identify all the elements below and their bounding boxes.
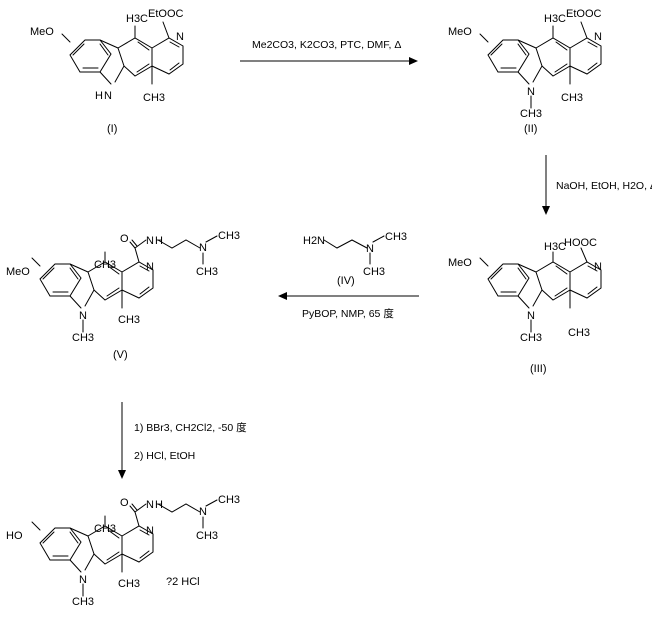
compound-VI-n: N [79,574,87,586]
compound-V-methyl-bottom: CH3 [118,314,140,326]
compound-III-ring-n: N [594,261,602,273]
arrow-r1 [240,57,418,65]
compound-I-skeleton [61,21,184,85]
compound-IV-chain [323,239,368,249]
compound-I-ester: EtOOC [148,8,184,20]
compound-III-methyl-bottom: CH3 [568,327,590,339]
compound-II-methyl-bottom: CH3 [561,92,583,104]
arrow-r3 [278,292,419,300]
compound-II-ring-n: N [594,31,602,43]
compound-I-nh-h: H [95,90,103,102]
compound-VI-methyl-a: CH3 [218,494,240,506]
compound-II-methyl-top: H3C [544,13,566,25]
compound-VI-skeleton [31,499,218,597]
compound-IV-n: N [366,243,374,255]
compound-V-amide-h: H [155,235,163,247]
compound-V-n-methyl: CH3 [72,332,94,344]
compound-III-skeleton [479,247,602,333]
compound-II-n-methyl: CH3 [520,108,542,120]
compound-VI-methyl-top: CH3 [94,523,116,535]
conditions-r1: Me2CO3, K2CO3, PTC, DMF, Δ [252,39,401,51]
conditions-r2: NaOH, EtOH, H2O, Δ [556,180,652,192]
compound-V-methoxy: MeO [6,266,30,278]
arrow-r4 [118,402,126,479]
compound-V-carbonyl-o: O [120,233,129,245]
compound-IV-label: (IV) [337,275,355,287]
compound-I-methyl-bottom: CH3 [143,92,165,104]
compound-V-methyl-a: CH3 [218,230,240,242]
compound-I-nh: N [104,90,112,102]
compound-III-acid: HOOC [564,237,597,249]
compound-VI-methyl-bottom: CH3 [118,578,140,590]
compound-VI-ring-n: N [146,525,154,537]
compound-VI-methyl-b: CH3 [196,530,218,542]
compound-VI-hydroxy: HO [6,530,23,542]
compound-III: MeO H3C HOOC N N CH3 CH3 (III) [448,237,602,375]
compound-VI-carbonyl-o: O [120,497,129,509]
compound-VI-dimethyl-n: N [199,506,207,518]
compound-III-label: (III) [530,363,547,375]
compound-II-label: (II) [524,123,537,135]
compound-IV-methyl-a: CH3 [385,231,407,243]
compound-II-n: N [527,86,535,98]
compound-IV-amine: H2N [303,235,325,247]
compound-IV: H2N N CH3 CH3 (IV) [303,231,407,287]
compound-III-methyl-top: H3C [544,241,566,253]
compound-III-methoxy: MeO [448,257,472,269]
compound-V: O N H N CH3 CH3 MeO CH3 N N CH3 CH3 (V) [6,230,240,361]
compound-IV-methyl-b: CH3 [363,266,385,278]
compound-I-methoxy: MeO [30,26,54,38]
compound-V-skeleton [31,235,218,333]
compound-VI: O N H N CH3 CH3 HO CH3 N N CH3 CH3 ?2 HC… [6,494,240,608]
conditions-r4b: 2) HCl, EtOH [134,450,195,462]
compound-I-ring-n: N [176,31,184,43]
conditions-r3: PyBOP, NMP, 65 度 [302,307,394,320]
compound-II-methoxy: MeO [448,26,472,38]
compound-I: MeO H3C EtOOC N N H CH3 (I) [30,8,184,135]
compound-I-methyl-top: H3C [126,13,148,25]
compound-I-label: (I) [107,123,117,135]
compound-V-n: N [79,310,87,322]
conditions-r4a: 1) BBr3, CH2Cl2, -50 度 [134,421,247,434]
compound-V-methyl-b: CH3 [196,266,218,278]
compound-V-ring-n: N [146,261,154,273]
compound-II-ester: EtOOC [566,8,602,20]
compound-V-methyl-top: CH3 [94,259,116,271]
compound-VI-amide-n: N [146,499,154,511]
compound-V-amide-n: N [146,235,154,247]
compound-VI-amide-h: H [155,499,163,511]
compound-III-n: N [527,310,535,322]
compound-II: MeO H3C EtOOC N N CH3 CH3 (II) [448,8,602,135]
compound-V-dimethyl-n: N [199,242,207,254]
compound-II-skeleton [479,21,602,109]
compound-III-n-methyl: CH3 [520,332,542,344]
compound-V-label: (V) [113,349,128,361]
compound-VI-salt: ?2 HCl [166,576,200,588]
arrow-r2 [542,155,550,215]
compound-VI-n-methyl: CH3 [72,596,94,608]
